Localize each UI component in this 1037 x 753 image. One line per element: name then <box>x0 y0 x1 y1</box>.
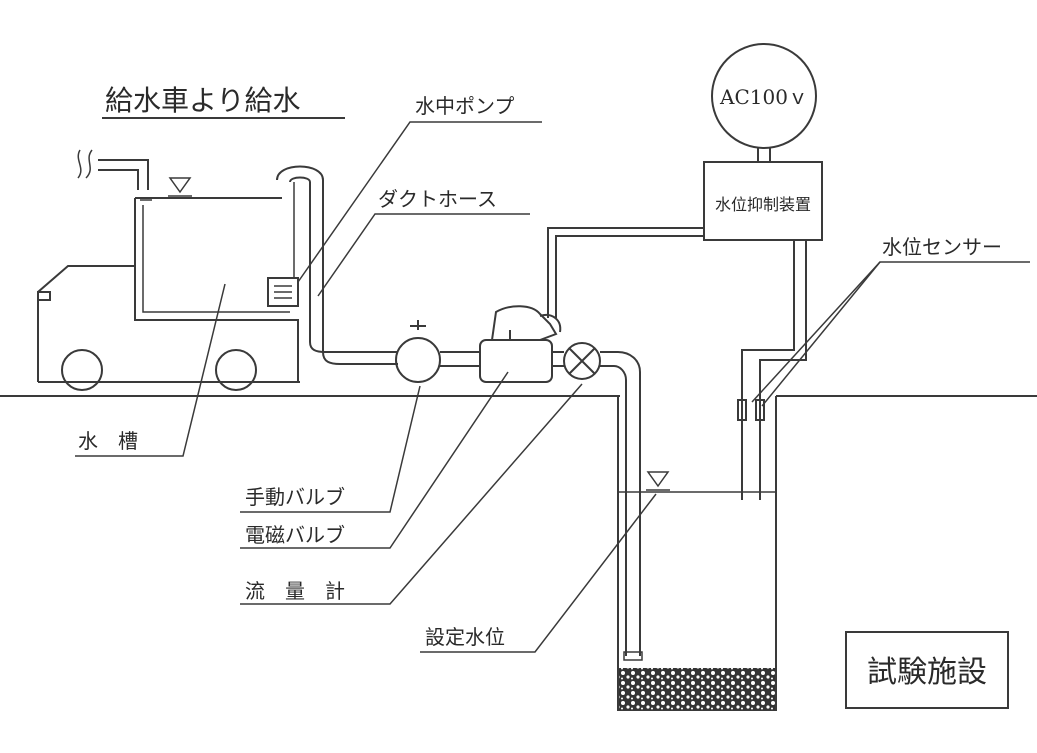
leader-submersible-pump <box>297 121 542 283</box>
solenoid-valve-label: 電磁バルブ <box>245 523 345 547</box>
submersible-pump-label: 水中ポンプ <box>415 94 514 118</box>
power-supply: AC100ｖ <box>711 43 817 162</box>
leader-flow-meter <box>240 383 583 605</box>
sensor-wires <box>741 240 807 500</box>
water-tank-label: 水 槽 <box>78 429 138 453</box>
manual-valve-label: 手動バルブ <box>245 485 345 509</box>
duct-hose-label: ダクトホース <box>378 187 497 211</box>
diagram-title: 給水車より給水 <box>105 84 300 117</box>
level-sensor <box>737 399 765 421</box>
flow-meter-label: 流 量 計 <box>245 579 345 603</box>
leader-manual-valve <box>240 385 421 513</box>
flow-meter <box>552 342 601 380</box>
gravel-bed <box>619 668 775 710</box>
level-controller-label: 水位抑制装置 <box>715 195 811 214</box>
test-facility-label: 試験施設 <box>867 655 987 690</box>
truck-front-wheel <box>61 349 103 391</box>
truck-rear-wheel <box>215 349 257 391</box>
water-truck <box>37 197 300 391</box>
set-water-level-label: 設定水位 <box>425 625 505 649</box>
leader-set-water-level <box>420 493 657 653</box>
power-supply-label: AC100ｖ <box>719 85 808 109</box>
leader-solenoid-valve <box>240 371 509 549</box>
discharge-pipe <box>600 351 643 661</box>
leader-water-tank <box>75 283 226 457</box>
water-level-marker-pit <box>646 471 670 491</box>
water-level-marker-truck <box>168 177 192 197</box>
inlet-pipe <box>77 149 152 201</box>
submersible-pump <box>267 165 398 365</box>
callout-leaders <box>75 121 1030 653</box>
control-wire <box>547 227 704 318</box>
level-controller: 水位抑制装置 <box>703 161 823 241</box>
test-pit <box>617 396 777 711</box>
test-facility-box: 試験施設 <box>845 631 1009 709</box>
manual-valve <box>395 320 480 383</box>
leader-duct-hose <box>317 213 530 297</box>
level-sensor-label: 水位センサー <box>882 235 1002 259</box>
